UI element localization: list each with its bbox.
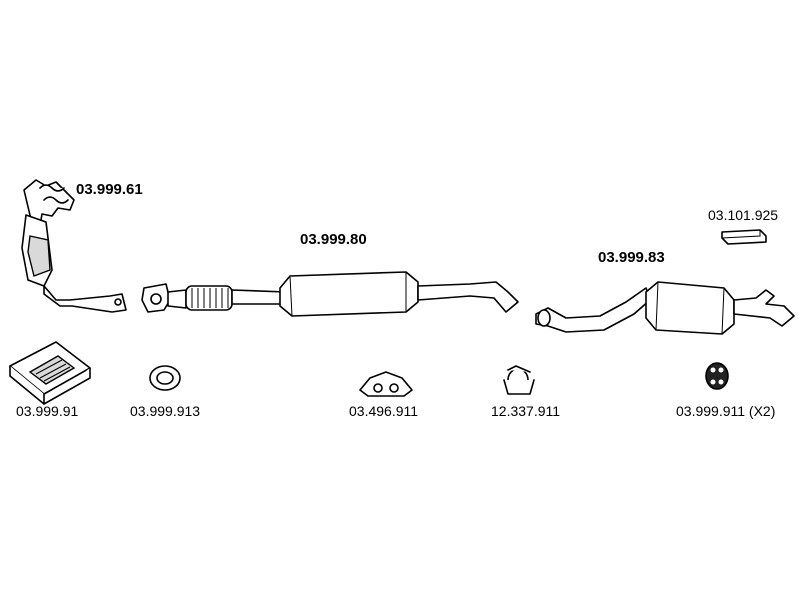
label-rear-silencer: 03.999.83 xyxy=(598,249,665,266)
rear-silencer-part[interactable] xyxy=(535,281,795,335)
middle-silencer-part[interactable] xyxy=(279,271,519,317)
label-fitting-kit: 03.999.91 xyxy=(16,403,79,419)
label-middle-silencer: 03.999.80 xyxy=(300,231,367,248)
label-flange-gasket: 03.496.911 xyxy=(349,403,419,419)
flange-gasket-part[interactable] xyxy=(359,371,413,397)
fitting-kit-part[interactable] xyxy=(9,341,91,405)
manifold-catalyst-part[interactable] xyxy=(21,179,127,313)
front-pipe-part[interactable] xyxy=(141,283,287,313)
label-mounting-bracket: 03.101.925 xyxy=(708,207,779,223)
pipe-clamp-part[interactable] xyxy=(503,365,535,395)
gasket-ring-part[interactable] xyxy=(149,365,181,391)
label-manifold-catalyst: 03.999.61 xyxy=(76,181,143,198)
rubber-hanger-part[interactable] xyxy=(705,362,729,390)
mounting-bracket-part[interactable] xyxy=(721,229,767,245)
label-gasket-ring: 03.999.913 xyxy=(130,403,201,419)
label-rubber-hanger: 03.999.911 (X2) xyxy=(676,403,776,419)
label-pipe-clamp: 12.337.911 xyxy=(491,403,561,419)
